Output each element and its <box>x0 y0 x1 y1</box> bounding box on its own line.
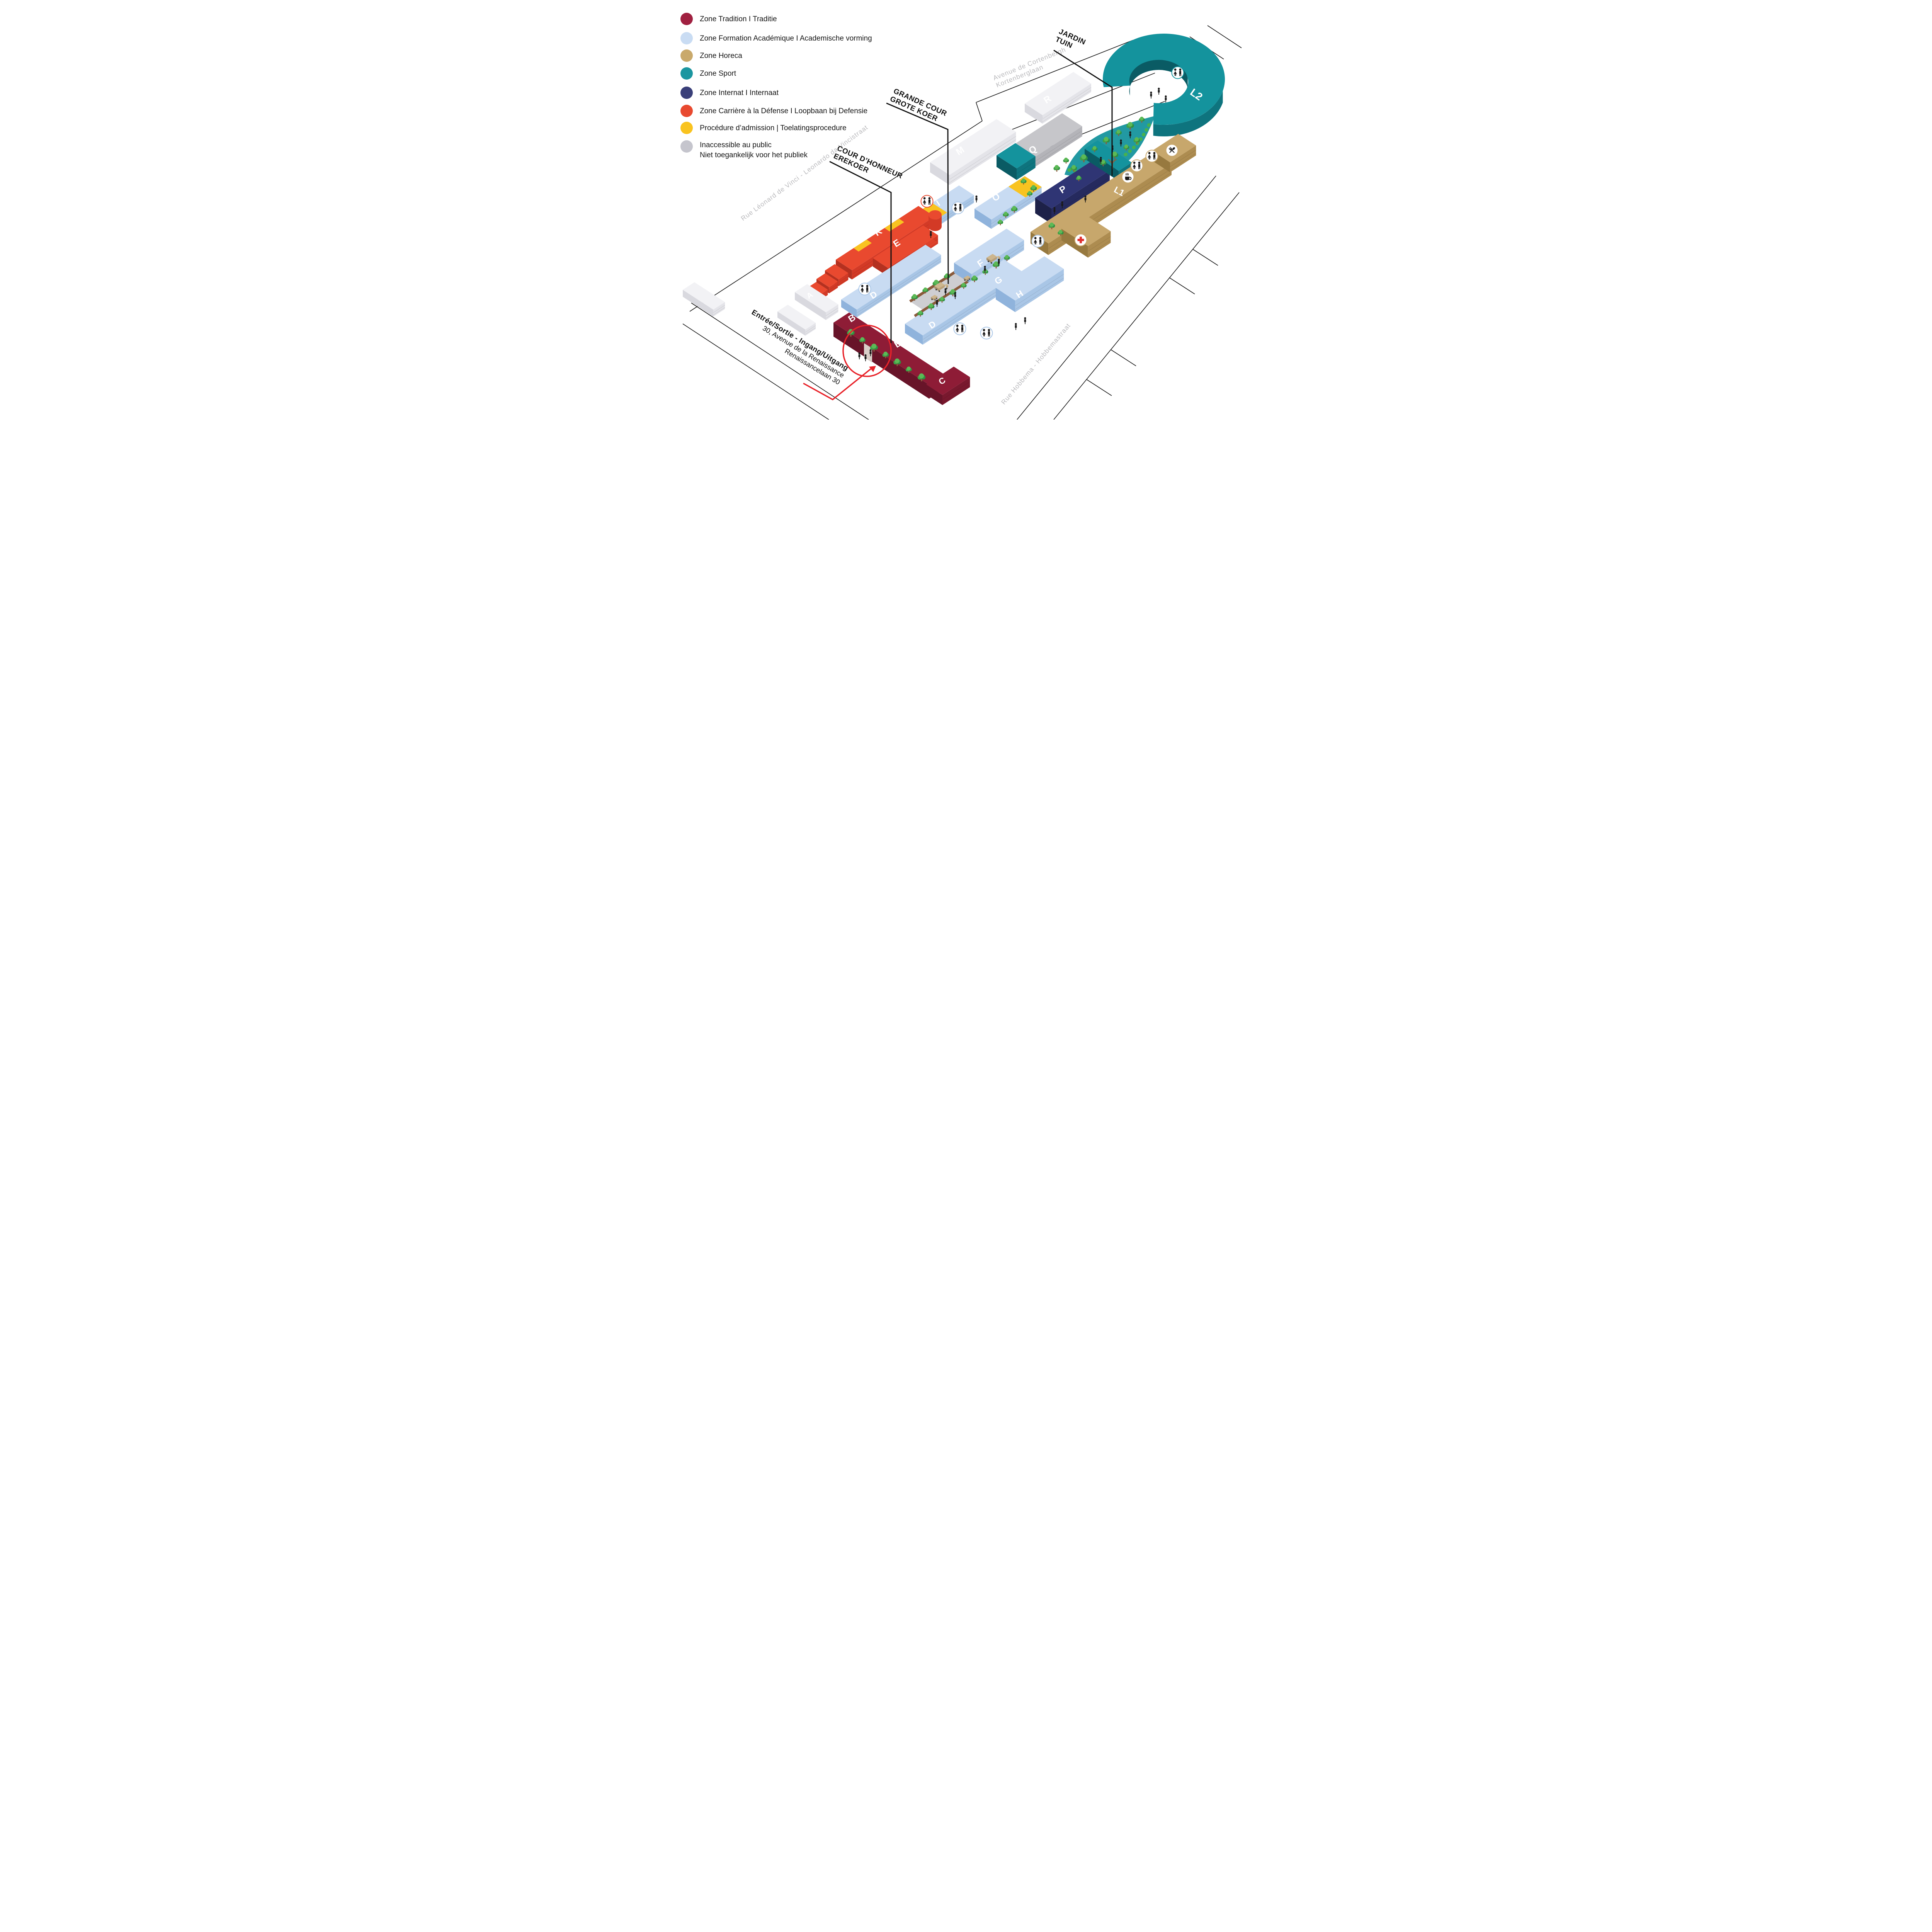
first-aid-icon <box>1074 233 1087 247</box>
building-l1-wing <box>1061 214 1111 258</box>
legend-swatch-formation <box>680 32 693 44</box>
legend-item-tradition: Zone Tradition I Traditie <box>680 13 777 25</box>
building-k-tower <box>929 210 942 231</box>
leader-grande-cour <box>886 102 949 284</box>
annotation-grande-cour: GRANDE COUR GROTE KOER <box>889 87 948 123</box>
side-street-stub <box>1111 349 1136 366</box>
leader-lines <box>829 49 1113 343</box>
leader-jardin <box>1053 49 1113 176</box>
street-line-renaissance-far <box>682 323 829 420</box>
street-name-hobbema: Rue Hobbema - Hobbemastraat <box>1000 322 1072 406</box>
person-icon <box>1150 91 1152 99</box>
legend-label-internat: Zone Internat I Internaat <box>700 89 779 97</box>
legend-label-inaccessible-nl: Niet toegankelijk voor het publiek <box>700 151 808 159</box>
wc-icon <box>980 327 993 340</box>
wc-icon <box>1031 235 1044 248</box>
legend: Zone Tradition I Traditie Zone Formation… <box>680 13 872 159</box>
entrance-arrow-line <box>803 367 873 401</box>
legend-item-horeca: Zone Horeca <box>680 49 742 62</box>
tree-icon <box>1063 157 1069 164</box>
garden-ground <box>1065 116 1155 177</box>
legend-swatch-admission <box>680 122 693 134</box>
legend-label-inaccessible: Inaccessible au public <box>700 141 772 149</box>
person-icon <box>975 195 978 202</box>
legend-label-horeca: Zone Horeca <box>700 52 742 60</box>
wc-icon <box>920 195 934 208</box>
wc-icon <box>858 282 871 296</box>
wc-icon <box>1145 150 1158 163</box>
corner-street-line <box>1207 25 1242 48</box>
legend-label-sport: Zone Sport <box>700 70 736 78</box>
person-icon <box>1024 317 1026 324</box>
military-truck <box>934 282 948 292</box>
legend-swatch-carriere <box>680 105 693 117</box>
admission-patch-k2 <box>884 219 904 231</box>
military-jeep <box>964 276 970 281</box>
legend-item-admission: Procédure d’admission | Toelatingsproced… <box>680 122 847 134</box>
street-line-corner-jog <box>976 102 983 121</box>
street-line-hobbema-far <box>1053 192 1240 420</box>
street-line-renaissance-near <box>691 303 869 420</box>
building-a <box>795 284 838 320</box>
l2-roof <box>1102 33 1225 125</box>
legend-swatch-internat <box>680 87 693 99</box>
entrance-marker <box>803 325 892 401</box>
l2-outer-wall <box>1153 91 1223 136</box>
street-line-cortenbergh <box>976 40 1133 103</box>
military-truck <box>986 254 1000 264</box>
building-h <box>996 256 1064 312</box>
building-q-sport-hall <box>997 143 1036 180</box>
person-icon <box>1165 95 1167 102</box>
wc-icon <box>953 322 966 335</box>
person-icon <box>858 352 861 359</box>
building-a-annex <box>777 304 816 336</box>
legend-label-carriere: Zone Carrière à la Défense I Loopbaan bi… <box>700 107 867 115</box>
tree-icon <box>1053 165 1060 172</box>
campus-map-page: Rue Léonard de Vinci - Leonardo da Vinci… <box>667 0 1265 420</box>
road-lines <box>682 25 1242 420</box>
street-line-hobbema-near <box>1017 175 1216 420</box>
building-e-annex-translucent <box>899 232 938 257</box>
wc-icon <box>951 201 964 214</box>
legend-swatch-inaccessible <box>680 140 693 153</box>
wc-icon <box>1171 66 1184 79</box>
wc-icon <box>1130 159 1143 172</box>
admission-patch-o <box>1009 176 1042 197</box>
person-icon <box>1015 323 1017 330</box>
restaurant-icon <box>1165 144 1179 157</box>
legend-item-internat: Zone Internat I Internaat <box>680 87 779 99</box>
person-icon <box>864 354 867 361</box>
amenity-icons <box>858 66 1184 340</box>
legend-item-formation: Zone Formation Académique I Academische … <box>680 32 872 44</box>
side-street-stub <box>1086 379 1112 396</box>
building-l2 <box>1102 33 1225 136</box>
legend-swatch-horeca <box>680 49 693 62</box>
side-street-stub <box>1169 277 1195 294</box>
legend-label-admission: Procédure d’admission | Toelatingsproced… <box>700 124 847 132</box>
campus-map: Rue Léonard de Vinci - Leonardo da Vinci… <box>680 13 1242 420</box>
legend-item-sport: Zone Sport <box>680 67 736 80</box>
legend-item-carriere: Zone Carrière à la Défense I Loopbaan bi… <box>680 105 867 117</box>
cafe-icon <box>1121 170 1134 184</box>
legend-item-inaccessible: Inaccessible au public Niet toegankelijk… <box>680 140 808 159</box>
legend-label-formation: Zone Formation Académique I Academische … <box>700 34 872 43</box>
entrance-circle <box>842 325 892 377</box>
building-m <box>930 119 1016 185</box>
leader-cour-honneur <box>829 161 892 343</box>
street-line-vinci <box>689 121 983 312</box>
legend-swatch-sport <box>680 67 693 80</box>
military-jeep <box>931 295 937 301</box>
admission-patch-k1 <box>854 240 872 252</box>
annotation-cour-honneur: COUR D’HONNEUR EREKOER <box>832 144 904 180</box>
side-street-stub <box>1192 249 1218 266</box>
building-r <box>1025 72 1092 124</box>
legend-label-tradition: Zone Tradition I Traditie <box>700 15 777 23</box>
military-vehicles <box>931 254 1000 301</box>
building-offsite <box>683 282 725 317</box>
building-c <box>926 366 970 405</box>
entrance-arrow-head <box>869 366 876 372</box>
person-icon <box>1158 87 1160 95</box>
legend-swatch-tradition <box>680 13 693 25</box>
